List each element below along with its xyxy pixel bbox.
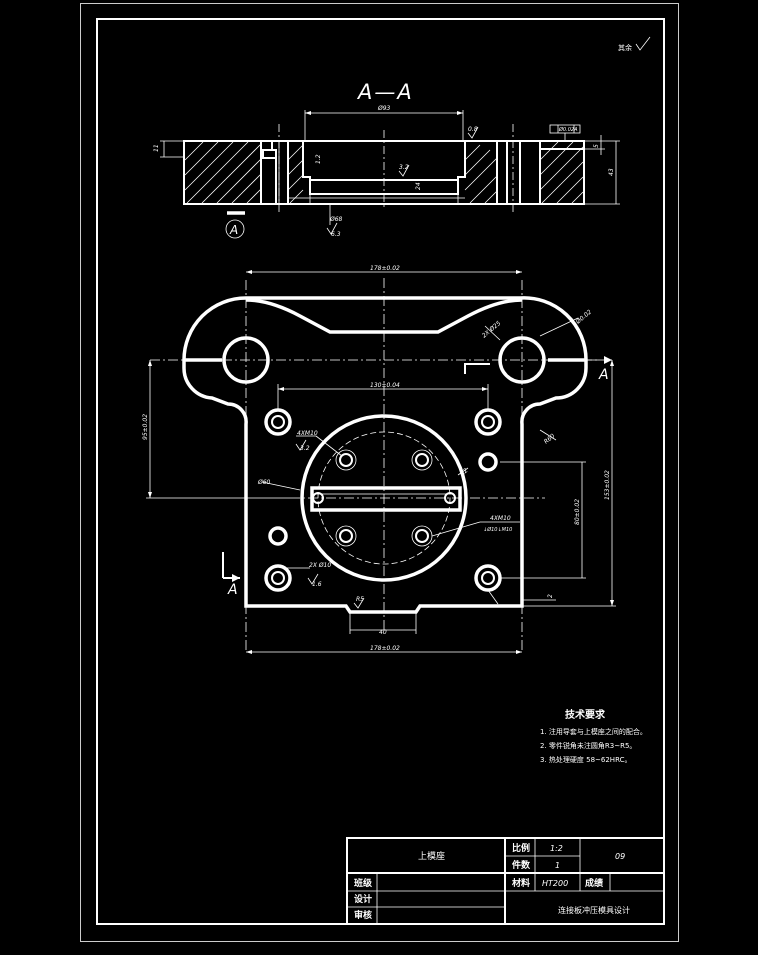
corner-holes <box>264 408 502 592</box>
note-pin-dia: 2X Ø25 <box>481 320 503 340</box>
row-review: 审核 <box>354 909 372 921</box>
dim-w178-top: 178±0.02 <box>370 265 400 272</box>
dim-d40: 40 <box>379 629 387 636</box>
drawing-number: 09 <box>615 852 625 861</box>
view-arrow-right-label: A <box>598 367 609 383</box>
dim-d68: Ø68 <box>329 216 343 223</box>
scale-label: 比例 <box>512 842 530 854</box>
sheet-inner-border <box>96 18 665 925</box>
view-arrow-left-label: A <box>227 582 238 598</box>
roughness-note: 其余 <box>618 43 632 52</box>
note-thread-2: 4XM10 <box>490 515 511 522</box>
dim-r32: 3.2 <box>399 164 409 171</box>
section-marker-circle <box>225 219 245 239</box>
qty-label: 件数 <box>512 859 531 871</box>
dim-d11: 11 <box>153 144 160 152</box>
material-label: 材料 <box>511 877 530 889</box>
dim-h80: 80±0.02 <box>574 499 581 525</box>
note-thread-1-r: 3.2 <box>300 445 310 452</box>
note-r60: R60 <box>543 432 557 445</box>
sheet-outer-border <box>80 3 679 942</box>
note-r5: R5 <box>356 596 364 603</box>
hatch-mid-left <box>287 144 304 204</box>
tech-requirements: 技术要求 1. 注用导套与上模座之间的配合。 2. 零件锐角未注圆角R3~R5。… <box>540 708 647 764</box>
qty-value: 1 <box>555 861 560 870</box>
hatch-right <box>539 141 584 204</box>
dim-d93: Ø93 <box>377 105 391 112</box>
center-bore <box>300 414 468 582</box>
dim-d43: 43 <box>608 168 615 176</box>
dim-d24: 24 <box>415 182 422 190</box>
plate-outline <box>182 296 588 614</box>
dim-d5: 5 <box>593 144 600 148</box>
row-class: 班级 <box>354 877 373 889</box>
project-name: 连接板冲压模具设计 <box>558 905 630 915</box>
tech-req-item-1: 1. 注用导套与上模座之间的配合。 <box>540 727 647 736</box>
section-view: A—A <box>153 80 620 239</box>
note-d60: Ø60 <box>257 479 271 486</box>
material-value: HT200 <box>542 879 568 888</box>
note-tol-top: Ø0.02 <box>574 308 593 326</box>
hatch-left <box>184 141 262 204</box>
grade-label: 成绩 <box>585 877 603 889</box>
note-r2-right: R2 <box>459 467 470 478</box>
plan-view: 178±0.02 130±0.04 95±0.02 153±0.02 80±0.… <box>142 265 616 654</box>
dim-h95: 95±0.02 <box>142 414 149 440</box>
row-design: 设计 <box>354 893 372 905</box>
section-title: A—A <box>356 80 414 104</box>
dim-r08: 0.8 <box>468 126 478 133</box>
roughness-check-icon <box>635 36 651 51</box>
dim-w130: 130±0.04 <box>370 382 400 389</box>
title-block: 上模座 比例 1:2 件数 1 09 材料 HT200 成绩 班级 设计 审核 … <box>346 837 665 925</box>
hatch-mid-right <box>464 144 498 204</box>
tech-req-item-2: 2. 零件锐角未注圆角R3~R5。 <box>540 741 636 750</box>
scale-value: 1:2 <box>550 844 563 853</box>
note-hole-2x: 2X Ø10 <box>309 562 331 569</box>
dim-h153: 153±0.02 <box>604 470 611 500</box>
tech-req-title: 技术要求 <box>565 708 606 721</box>
section-marker-label: A <box>229 223 238 237</box>
dim-flatness: Ø0.02A <box>558 126 578 133</box>
note-hole-2x-r: 1.6 <box>312 581 322 588</box>
note-thread-2-sub: ↓Ø10↓M10 <box>483 526 512 533</box>
note-thread-1: 4XM10 <box>297 430 318 437</box>
dim-r2: 2 <box>547 594 554 598</box>
tech-req-item-3: 3. 热处理硬度 58~62HRC。 <box>540 755 631 764</box>
dim-r63: 6.3 <box>331 231 341 238</box>
part-name: 上模座 <box>418 850 445 862</box>
dim-w178-bottom: 178±0.02 <box>370 645 400 652</box>
dim-r12: 1.2 <box>315 154 322 164</box>
